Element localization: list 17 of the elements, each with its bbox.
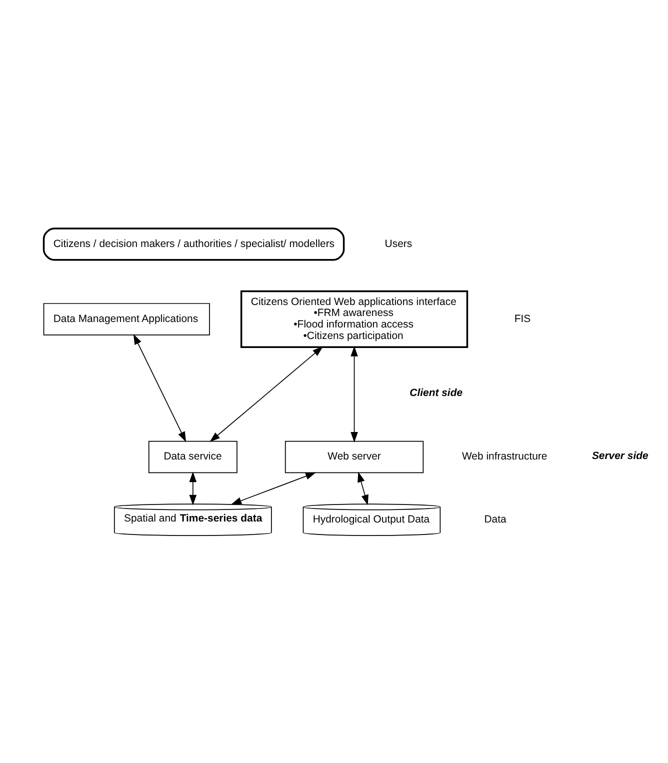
- node-box: Citizens / decision makers / authorities / specialist/ modellers: [42, 227, 345, 260]
- node-box: Data Management Applications: [43, 302, 210, 335]
- arrow: [210, 346, 324, 442]
- node-box: Citizens Oriented Web applications interface •FRM awareness •Flood information access •Citizens participation: [240, 290, 468, 348]
- label: Users: [384, 238, 412, 250]
- arrow: [231, 472, 316, 504]
- label: Server side: [592, 450, 648, 462]
- label: Data: [484, 514, 506, 526]
- arrow: [350, 345, 358, 442]
- label: FIS: [514, 313, 531, 324]
- arrow: [133, 333, 186, 442]
- node-box: Web server: [284, 440, 424, 473]
- node-box: Data service: [148, 440, 238, 473]
- arrow: [189, 471, 197, 505]
- label: Client side: [410, 388, 463, 399]
- arrow: [358, 471, 368, 505]
- label: Web infrastructure: [462, 451, 548, 462]
